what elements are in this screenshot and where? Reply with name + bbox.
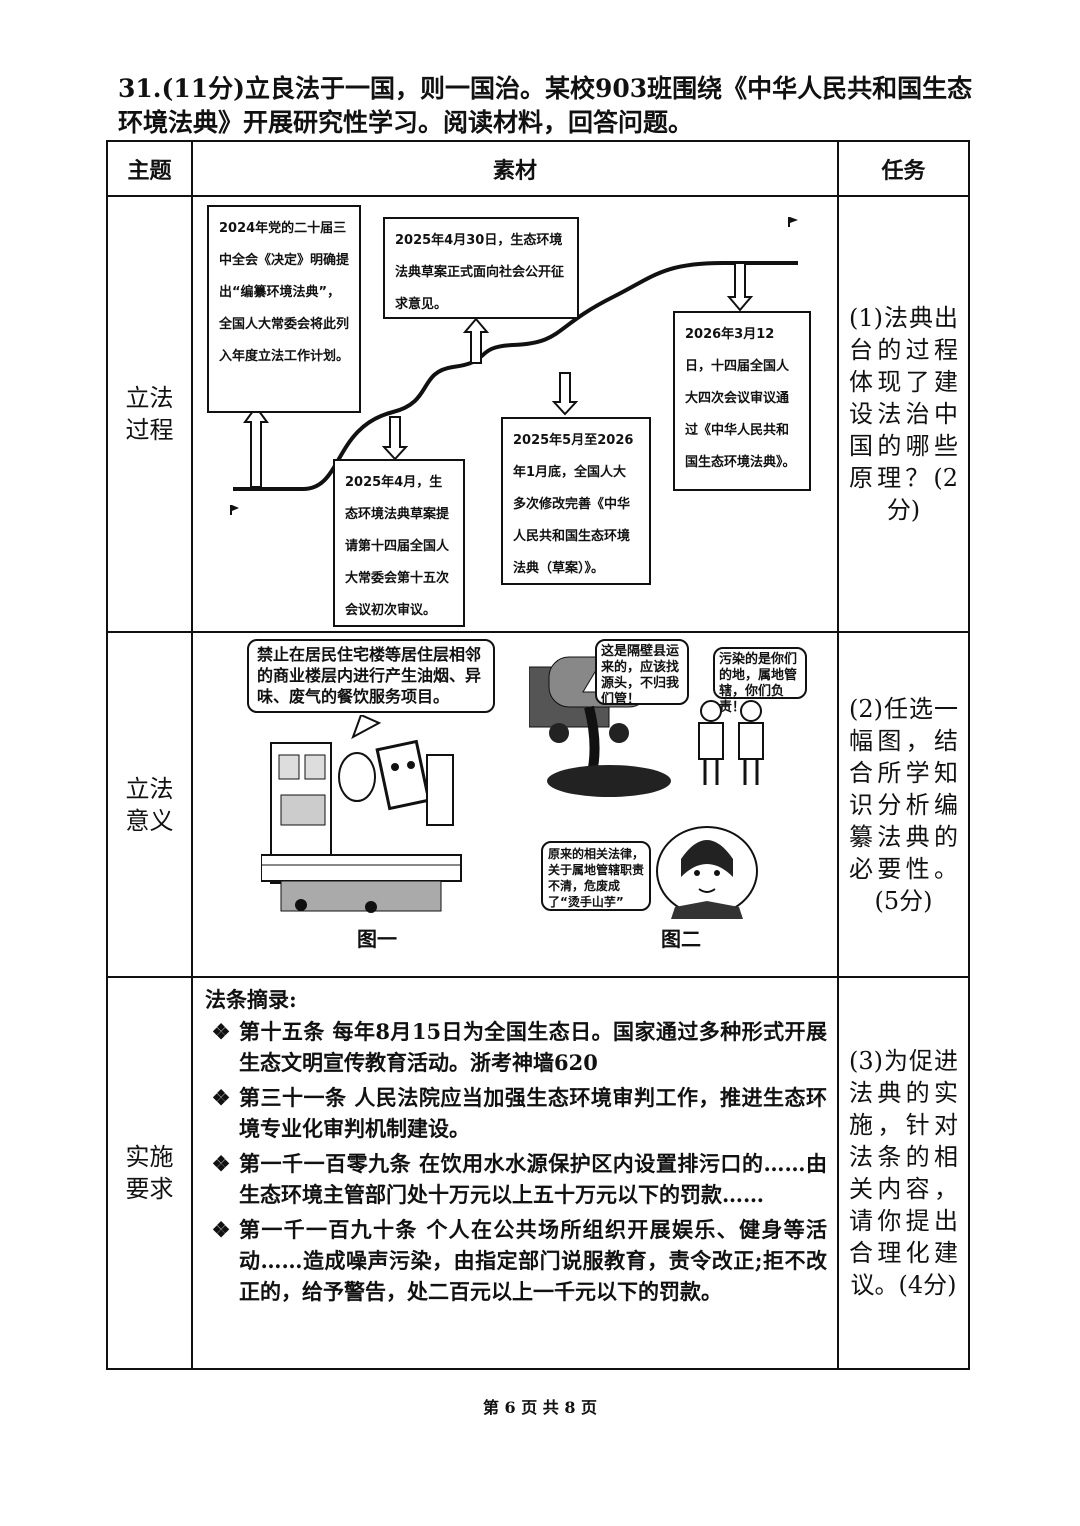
fig2-caption: 图二 (661, 927, 701, 951)
topic-cell: 立法意义 (106, 631, 193, 978)
task-cell: (1)法典出台的过程体现了建设法治中国的哪些原理？(2分) (837, 195, 970, 633)
header-task: 任务 (837, 140, 970, 197)
topic-text: 立法过程 (125, 384, 174, 444)
topic-cell: 立法过程 (106, 195, 193, 633)
question-title: 31.(11分)立良法于一国，则一国治。某校903班围绕《中华人民共和国生态环境… (118, 74, 973, 137)
page-footer: 第 6 页 共 8 页 (482, 1398, 598, 1417)
law-excerpt-cell: 法条摘录: ❖ 第十五条 每年8月15日为全国生态日。国家通过多种形式开展生态文… (191, 976, 839, 1370)
task-cell: (2)任选一幅图，结合所学知识分析编纂法典的必要性。(5分) (837, 631, 970, 978)
flag-icon (230, 505, 239, 515)
timeline-box-4: 2025年5月至2026年1月底，全国人大多次修改完善《中华人民共和国生态环境法… (501, 417, 651, 585)
timeline-cell: 2024年党的二十届三中全会《决定》明确提出“编纂环境法典”，全国人大常委会将此… (191, 195, 839, 633)
timeline-box-1: 2024年党的二十届三中全会《决定》明确提出“编纂环境法典”，全国人大常委会将此… (207, 205, 361, 413)
topic-text: 实施要求 (125, 1143, 174, 1203)
fig2-bubble-driver: 这是隔壁县运来的，应该找源头，不归我们管！ (595, 639, 689, 707)
list-item: ❖ 第一千一百零九条 在饮用水水源保护区内设置排污口的……由生态环境主管部门处十… (203, 1148, 827, 1210)
law-heading: 法条摘录: (205, 987, 297, 1012)
bullet-icon: ❖ (211, 1151, 231, 1176)
topic-text: 立法意义 (125, 774, 174, 835)
fig2-narrator-illustration (656, 826, 758, 919)
bullet-icon: ❖ (211, 1217, 231, 1242)
header-topic: 主题 (106, 140, 193, 197)
arrow-icons (243, 262, 754, 488)
fig2-workers-illustration (698, 700, 764, 785)
law-text: 第一千一百零九条 在饮用水水源保护区内设置排污口的……由生态环境主管部门处十万元… (239, 1151, 827, 1207)
timeline-box-3: 2025年4月30日，生态环境法典草案正式面向社会公开征求意见。 (383, 217, 579, 319)
header-material: 素材 (191, 140, 839, 197)
fig1-illustration (261, 715, 462, 913)
law-text: 第一千一百九十条 个人在公共场所组织开展娱乐、健身等活动……造成噪声污染，由指定… (239, 1217, 827, 1304)
fig1-caption: 图一 (357, 927, 397, 951)
flag-icon (788, 217, 798, 227)
timeline-box-2: 2025年4月，生态环境法典草案提请第十四届全国人大常委会第十五次会议初次审议。 (333, 459, 465, 627)
list-item: ❖ 第十五条 每年8月15日为全国生态日。国家通过多种形式开展生态文明宣传教育活… (203, 1016, 827, 1078)
list-item: ❖ 第三十一条 人民法院应当加强生态环境审判工作，推进生态环境专业化审判机制建设… (203, 1082, 827, 1144)
table-row: 立法过程 202 (106, 195, 970, 633)
question-table: 主题 素材 任务 立法过程 (106, 140, 970, 1370)
bullet-icon: ❖ (211, 1019, 231, 1044)
law-text: 第十五条 每年8月15日为全国生态日。国家通过多种形式开展生态文明宣传教育活动。… (239, 1019, 827, 1075)
fig1-speech-bubble: 禁止在居民住宅楼等居住层相邻的商业楼层内进行产生油烟、异味、废气的餐饮服务项目。 (247, 639, 495, 713)
bullet-icon: ❖ (211, 1085, 231, 1110)
table-header-row: 主题 素材 任务 (106, 140, 970, 197)
table-row: 实施要求 法条摘录: ❖ 第十五条 每年8月15日为全国生态日。国家通过多种形式… (106, 976, 970, 1370)
timeline-box-5: 2026年3月12日，十四届全国人大四次会议审议通过《中华人民共和国生态环境法典… (673, 311, 811, 491)
table-row: 立法意义 禁止在居民住宅楼等居住层相邻的商业楼层内进行产生油烟、异味、废气的餐饮… (106, 631, 970, 978)
cartoon-cell: 禁止在居民住宅楼等居住层相邻的商业楼层内进行产生油烟、异味、废气的餐饮服务项目。… (191, 631, 839, 978)
list-item: ❖ 第一千一百九十条 个人在公共场所组织开展娱乐、健身等活动……造成噪声污染，由… (203, 1214, 827, 1307)
task-cell: (3)为促进法典的实施，针对法条的相关内容，请你提出合理化建议。(4分) (837, 976, 970, 1370)
topic-cell: 实施要求 (106, 976, 193, 1370)
fig2-bubble-narrator: 原来的相关法律，关于属地管辖职责不清，危废成了“烫手山芋” (541, 841, 651, 911)
fig2-bubble-officials: 污染的是你们的地，属地管辖，你们负责！ (713, 647, 807, 715)
law-text: 第三十一条 人民法院应当加强生态环境审判工作，推进生态环境专业化审判机制建设。 (239, 1085, 827, 1141)
timeline-road (230, 217, 798, 515)
